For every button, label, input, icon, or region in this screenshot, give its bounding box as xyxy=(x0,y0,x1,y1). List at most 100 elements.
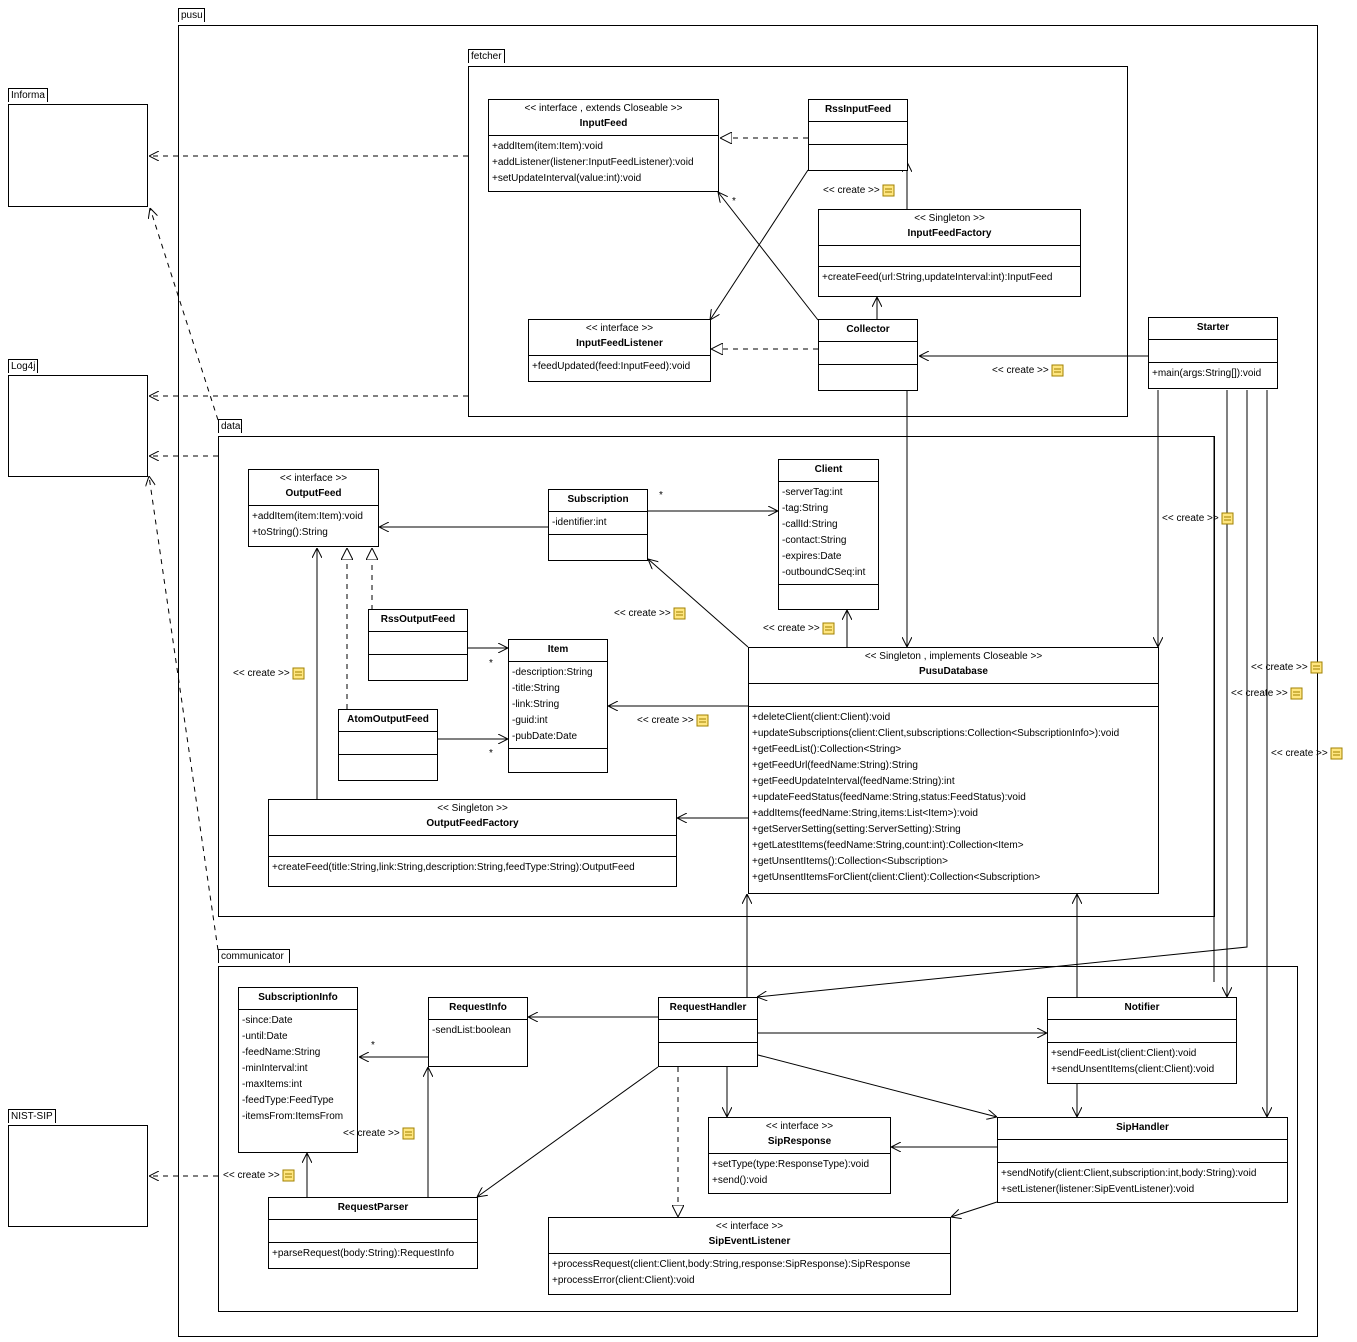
class-name: PusuDatabase xyxy=(919,666,988,677)
attribute: -title:String xyxy=(512,683,560,694)
operation: +feedUpdated(feed:InputFeed):void xyxy=(532,361,691,372)
assoc-starter-rh xyxy=(757,390,1248,997)
class-collector[interactable]: Collector xyxy=(818,319,918,391)
note-icon xyxy=(402,1127,415,1140)
note-icon xyxy=(292,667,305,680)
class-subscriptioninfo[interactable]: SubscriptionInfo -since:Date -until:Date… xyxy=(238,987,358,1153)
assoc-rh-parser xyxy=(477,1066,659,1197)
class-subscription[interactable]: Subscription -identifier:int xyxy=(548,489,648,561)
class-rssinputfeed[interactable]: RssInputFeed xyxy=(808,99,908,171)
class-starter[interactable]: Starter +main(args:String[]):void xyxy=(1148,317,1278,389)
operation: +getServerSetting(setting:ServerSetting)… xyxy=(752,824,961,835)
stereotype: << Singleton >> xyxy=(914,213,985,224)
attribute: -expires:Date xyxy=(782,551,842,562)
create-label: << create >> xyxy=(763,622,836,635)
stereotype: << interface >> xyxy=(279,473,348,484)
class-atomoutputfeed[interactable]: AtomOutputFeed xyxy=(338,709,438,781)
class-siphandler[interactable]: SipHandler +sendNotify(client:Client,sub… xyxy=(997,1117,1288,1203)
class-notifier[interactable]: Notifier +sendFeedList(client:Client):vo… xyxy=(1047,997,1237,1084)
note-icon xyxy=(882,184,895,197)
operation: +setListener(listener:SipEventListener):… xyxy=(1001,1184,1195,1195)
package-fetcher xyxy=(468,66,1128,417)
assoc-siphandler-siplistener xyxy=(951,1201,998,1217)
dep-db-sub xyxy=(648,559,749,648)
attribute: -description:String xyxy=(512,667,593,678)
operation: +getFeedList():Collection<String> xyxy=(752,744,902,755)
package-tab-fetcher: fetcher xyxy=(468,49,505,63)
dep-data-informa xyxy=(150,208,219,421)
class-sipeventlistener[interactable]: << interface >>SipEventListener +process… xyxy=(548,1217,951,1295)
operation: +addItems(feedName:String,items:List<Ite… xyxy=(752,808,978,819)
attribute: -feedName:String xyxy=(242,1047,321,1058)
attribute: -guid:int xyxy=(512,715,548,726)
class-name: RequestHandler xyxy=(669,1002,747,1013)
class-name: OutputFeedFactory xyxy=(426,818,519,829)
assoc-collector-inputfeed xyxy=(718,192,819,321)
attribute: -callId:String xyxy=(782,519,838,530)
create-label: << create >> xyxy=(1231,687,1304,700)
attribute: -outboundCSeq:int xyxy=(782,567,866,578)
note-icon xyxy=(696,714,709,727)
class-item[interactable]: Item -description:String -title:String -… xyxy=(508,639,608,773)
stereotype: << interface >> xyxy=(585,323,654,334)
class-outputfeedfactory[interactable]: << Singleton >>OutputFeedFactory +create… xyxy=(268,799,677,887)
class-name: Starter xyxy=(1196,322,1230,333)
package-informa xyxy=(8,104,148,207)
class-name: SubscriptionInfo xyxy=(258,992,338,1003)
attribute: -itemsFrom:ItemsFrom xyxy=(242,1111,344,1122)
class-client[interactable]: Client -serverTag:int -tag:String -callI… xyxy=(778,459,879,610)
class-name: Notifier xyxy=(1124,1002,1160,1013)
operation: +getUnsentItems():Collection<Subscriptio… xyxy=(752,856,948,867)
operation: +setType(type:ResponseType):void xyxy=(712,1159,870,1170)
class-name: RequestInfo xyxy=(449,1002,507,1013)
create-label: << create >> xyxy=(614,607,687,620)
stereotype: << interface >> xyxy=(765,1121,834,1132)
stereotype: << interface >> xyxy=(715,1221,784,1232)
assoc-rss-listener xyxy=(710,169,809,320)
attribute: -until:Date xyxy=(242,1031,288,1042)
class-inputfeedfactory[interactable]: << Singleton >>InputFeedFactory +createF… xyxy=(818,209,1081,297)
package-tab-pusu: pusu xyxy=(178,8,205,22)
stereotype: << Singleton , implements Closeable >> xyxy=(864,651,1043,662)
package-nistsip xyxy=(8,1125,148,1227)
class-requesthandler[interactable]: RequestHandler xyxy=(658,997,758,1067)
class-requestparser[interactable]: RequestParser +parseRequest(body:String)… xyxy=(268,1197,478,1269)
attribute: -minInterval:int xyxy=(242,1063,308,1074)
attribute: -contact:String xyxy=(782,535,847,546)
attribute: -serverTag:int xyxy=(782,487,843,498)
operation: +toString():String xyxy=(252,527,328,538)
stereotype: << Singleton >> xyxy=(437,803,508,814)
attribute: -feedType:FeedType xyxy=(242,1095,334,1106)
class-requestinfo[interactable]: RequestInfo -sendList:boolean xyxy=(428,997,528,1067)
class-inputfeedlistener[interactable]: << interface >>InputFeedListener +feedUp… xyxy=(528,319,711,382)
create-label: << create >> xyxy=(1271,747,1344,760)
attribute: -since:Date xyxy=(242,1015,293,1026)
operation: +getUnsentItemsForClient(client:Client):… xyxy=(752,872,1041,883)
operation: +processRequest(client:Client,body:Strin… xyxy=(552,1259,911,1270)
create-label: << create >> xyxy=(992,364,1065,377)
create-label: << create >> xyxy=(637,714,710,727)
package-log4j xyxy=(8,375,148,477)
class-outputfeed[interactable]: << interface >>OutputFeed +addItem(item:… xyxy=(248,469,379,547)
package-pusu xyxy=(178,25,1318,1337)
attribute: -identifier:int xyxy=(552,517,607,528)
note-icon xyxy=(822,622,835,635)
attribute: -link:String xyxy=(512,699,560,710)
class-name: AtomOutputFeed xyxy=(347,714,429,725)
operation: +addItem(item:Item):void xyxy=(492,141,603,152)
note-icon xyxy=(282,1169,295,1182)
operation: +getFeedUrl(feedName:String):String xyxy=(752,760,918,771)
class-inputfeed[interactable]: << interface , extends Closeable >>Input… xyxy=(488,99,719,192)
class-sipresponse[interactable]: << interface >>SipResponse +setType(type… xyxy=(708,1117,891,1194)
operation: +sendFeedList(client:Client):void xyxy=(1051,1048,1197,1059)
note-icon xyxy=(1330,747,1343,760)
operation: +getLatestItems(feedName:String,count:in… xyxy=(752,840,1024,851)
class-name: OutputFeed xyxy=(285,488,342,499)
multiplicity: * xyxy=(371,1040,375,1051)
class-pusudatabase[interactable]: << Singleton , implements Closeable >> Pu… xyxy=(748,647,1159,894)
class-rssoutputfeed[interactable]: RssOutputFeed xyxy=(368,609,468,681)
package-tab-informa: Informa xyxy=(8,88,48,102)
stereotype: << interface , extends Closeable >> xyxy=(524,103,683,114)
multiplicity: * xyxy=(732,196,736,207)
